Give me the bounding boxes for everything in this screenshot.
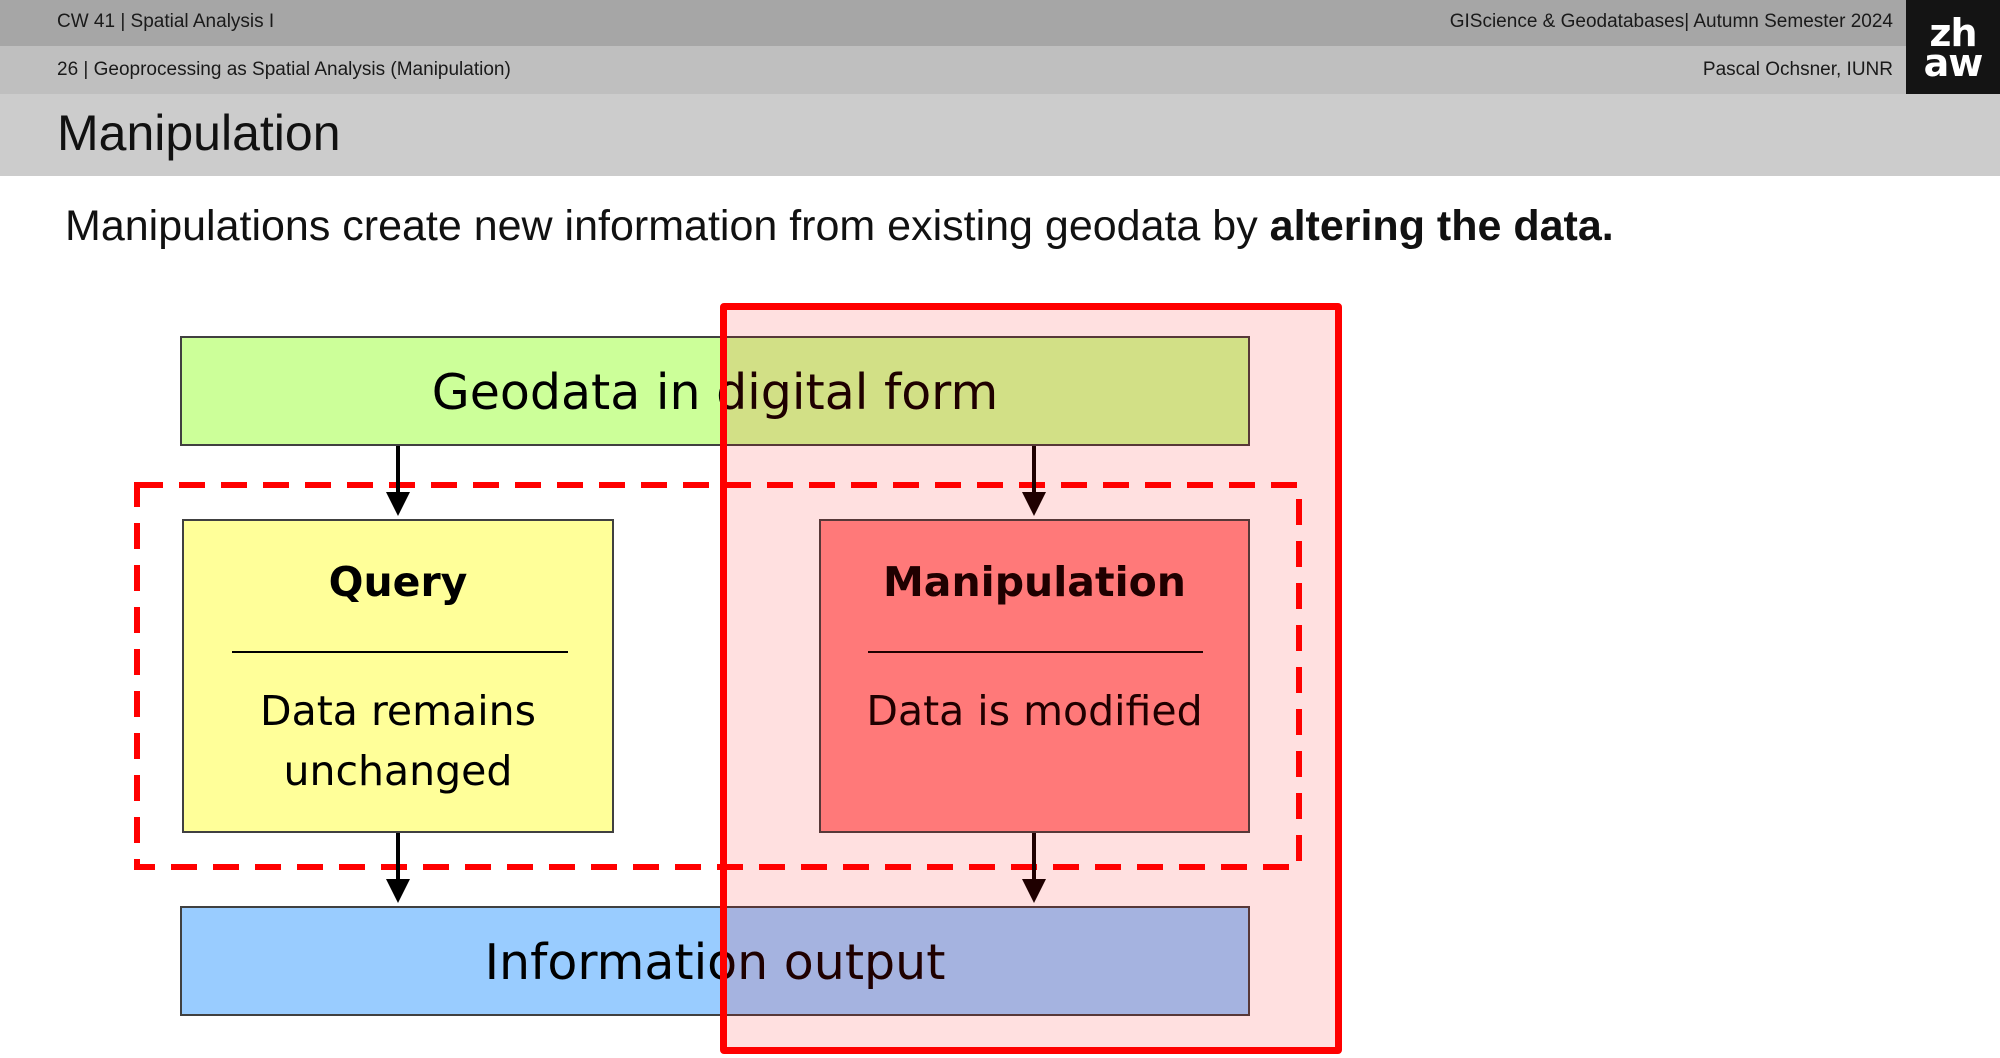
output-box: Information output [180, 906, 1250, 1016]
query-divider [232, 651, 568, 653]
course-label: GIScience & Geodatabases| Autumn Semeste… [1449, 11, 1893, 32]
query-desc-line1: Data remains [260, 687, 536, 735]
lead-bold: altering the data. [1269, 202, 1614, 250]
operations-dashed-frame [134, 482, 1302, 870]
manipulation-box: Manipulation Data is modified [819, 519, 1250, 833]
title-bar [0, 94, 2000, 176]
lead-text: Manipulations create new information fro… [65, 202, 1270, 250]
zhaw-logo: zh aw [1906, 0, 2000, 94]
query-title: Query [328, 558, 468, 606]
query-box: Query Data remains unchanged [182, 519, 614, 833]
geodata-box: Geodata in digital form [180, 336, 1250, 446]
logo-text-top: zh [1929, 11, 1977, 55]
author-label: Pascal Ochsner, IUNR [1702, 59, 1893, 80]
page-title: Manipulation [57, 105, 341, 161]
manipulation-desc: Data is modified [866, 687, 1203, 735]
slide-label: 26 | Geoprocessing as Spatial Analysis (… [57, 59, 511, 80]
week-label: CW 41 | Spatial Analysis I [57, 11, 275, 32]
output-label: Information output [484, 934, 946, 991]
header-bar-bottom [0, 46, 1906, 94]
lead-sentence: Manipulations create new information fro… [65, 202, 1614, 251]
header-bar-top [0, 0, 1906, 46]
geodata-label: Geodata in digital form [431, 364, 999, 421]
query-desc-line2: unchanged [283, 747, 513, 795]
manipulation-title: Manipulation [883, 558, 1186, 606]
manipulation-divider [868, 651, 1203, 653]
logo-text-bottom: aw [1923, 41, 1984, 85]
